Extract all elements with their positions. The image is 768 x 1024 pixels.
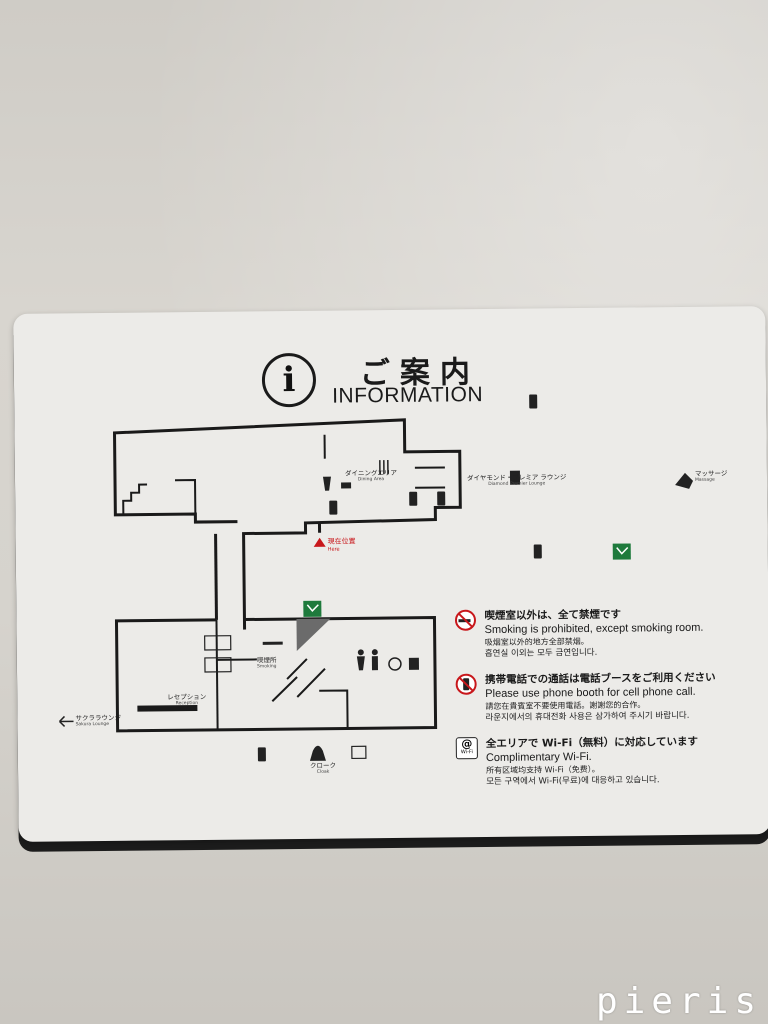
escalator-up-icon bbox=[204, 657, 232, 673]
phone-icon bbox=[529, 394, 538, 409]
restroom-wall bbox=[319, 689, 349, 729]
dining-partition bbox=[174, 479, 197, 515]
massage-partition bbox=[414, 466, 446, 489]
phone-icon-6 bbox=[257, 747, 266, 762]
watermark: pieris bbox=[595, 981, 762, 1022]
wifi-icon-label: Wi-Fi bbox=[460, 749, 473, 756]
fork-knife-icon bbox=[379, 460, 389, 475]
notice-korean: 라운지에서의 휴대전화 사용은 삼가하여 주시기 바랍니다. bbox=[485, 710, 690, 724]
reception-counter bbox=[137, 705, 198, 712]
phone-icon-2 bbox=[329, 500, 338, 515]
coffee-cup-icon bbox=[341, 482, 352, 489]
reception-partition bbox=[215, 619, 219, 730]
no-smoking-notice: 喫煙室以外は、全て禁煙です Smoking is prohibited, exc… bbox=[454, 606, 765, 659]
phone-icon-3 bbox=[409, 491, 418, 506]
here-label-english: Here bbox=[327, 546, 340, 553]
diagonal-walls bbox=[271, 658, 326, 702]
wifi-icon: @ Wi-Fi bbox=[455, 737, 478, 760]
information-sign: i ご案内 INFORMATION bbox=[13, 306, 768, 842]
arrow-left-icon bbox=[58, 715, 74, 727]
phone-booth-notice: 携帯電話での通話は電話ブースをご利用ください Please use phone … bbox=[455, 670, 766, 727]
woman-icon bbox=[357, 649, 364, 656]
lounge-chair-icon bbox=[509, 470, 521, 485]
wheelchair-icon bbox=[388, 657, 402, 671]
information-icon: i bbox=[261, 352, 317, 408]
phone-icon-5 bbox=[533, 544, 542, 559]
stairs bbox=[122, 483, 148, 515]
elevator-icon bbox=[351, 745, 367, 760]
baby-room-icon bbox=[408, 657, 420, 670]
bag-icon bbox=[309, 745, 326, 761]
escalator-down-icon bbox=[204, 635, 232, 651]
sign-title-english: INFORMATION bbox=[332, 383, 484, 408]
man-icon bbox=[371, 649, 378, 656]
notice-korean: 모든 구역에서 Wi-Fi(무료)에 대응하고 있습니다. bbox=[486, 775, 660, 788]
wifi-notice: @ Wi-Fi 全エリアで Wi-Fi（無料）に対応しています Complime… bbox=[455, 734, 767, 791]
here-arrow-icon bbox=[313, 537, 326, 547]
corridor-wall bbox=[214, 533, 218, 620]
stair-landing bbox=[296, 618, 331, 652]
massage-chair-icon bbox=[675, 472, 694, 489]
upper-lounge-wall bbox=[112, 418, 462, 630]
emergency-exit-icon bbox=[303, 600, 322, 617]
no-smoking-icon bbox=[454, 609, 476, 631]
here-label-japanese: 現在位置 bbox=[327, 537, 356, 546]
no-phone-icon bbox=[455, 673, 477, 695]
notice-korean: 흡연실 이외는 모두 금연입니다. bbox=[484, 647, 598, 660]
glass-icon bbox=[322, 476, 331, 491]
floor-map-drawing bbox=[58, 394, 694, 762]
information-symbol: i bbox=[282, 360, 296, 401]
lower-area-wall bbox=[114, 616, 438, 733]
emergency-exit-icon-2 bbox=[612, 543, 631, 560]
phone-icon-4 bbox=[437, 491, 446, 506]
